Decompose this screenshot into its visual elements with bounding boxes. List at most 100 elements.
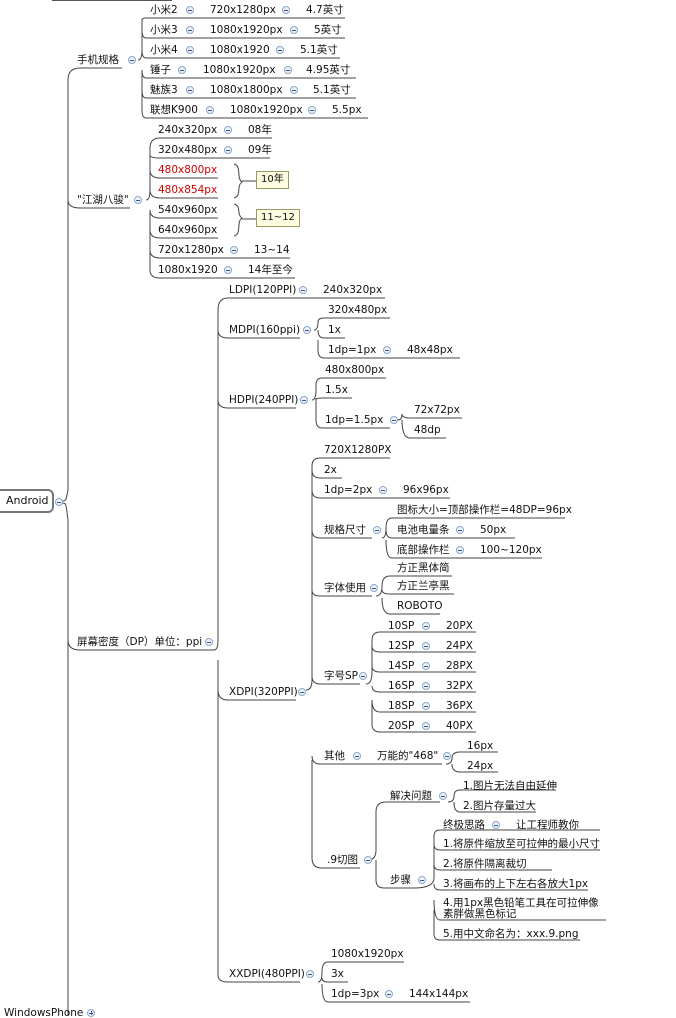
mdpi-res[interactable]: 320x480px <box>328 304 388 316</box>
px-value[interactable]: 32PX <box>446 680 473 692</box>
resolution-item[interactable]: 320x480px <box>158 144 218 156</box>
resolution-item[interactable]: 720x1280px <box>158 244 224 256</box>
year-item[interactable]: 08年 <box>248 124 272 136</box>
hdpi-dp[interactable]: 1dp=1.5px <box>325 414 384 426</box>
collapse-icon[interactable] <box>422 642 430 650</box>
phone-resolution[interactable]: 720x1280px <box>210 4 276 16</box>
hdpi-res[interactable]: 480x800px <box>325 364 385 376</box>
year-item[interactable]: 14年至今 <box>248 264 293 276</box>
phone-size[interactable]: 5.5px <box>332 104 362 116</box>
collapse-icon[interactable] <box>422 662 430 670</box>
collapse-icon[interactable] <box>303 326 311 334</box>
resolution-item[interactable]: 540x960px <box>158 204 218 216</box>
collapse-icon[interactable] <box>373 526 381 534</box>
other-label[interactable]: 其他 <box>324 750 345 762</box>
spec-battery[interactable]: 电池电量条 <box>397 524 450 536</box>
collapse-icon[interactable] <box>353 752 361 760</box>
jianghu-branch-label[interactable]: "江湖八骏" <box>77 194 129 206</box>
sp-value[interactable]: 18SP <box>388 700 415 712</box>
collapse-icon[interactable] <box>443 752 451 760</box>
step-item[interactable]: 1.将原件缩放至可拉伸的最小尺寸 <box>443 838 601 850</box>
mdpi-scale[interactable]: 1x <box>328 324 341 336</box>
collapse-icon[interactable] <box>308 106 316 114</box>
collapse-icon[interactable] <box>298 688 306 696</box>
phone-name[interactable]: 锤子 <box>150 64 171 76</box>
collapse-icon[interactable] <box>205 638 213 646</box>
xxdpi-res[interactable]: 1080x1920px <box>331 948 404 960</box>
collapse-icon[interactable] <box>422 702 430 710</box>
ldpi-label[interactable]: LDPI(120PPI) <box>229 284 297 296</box>
px-value[interactable]: 20PX <box>446 620 473 632</box>
collapse-icon[interactable] <box>55 498 63 506</box>
collapse-icon[interactable] <box>299 286 307 294</box>
collapse-icon[interactable] <box>276 46 284 54</box>
windowsphone-label[interactable]: WindowsPhone <box>4 1007 84 1018</box>
nine-patch-label[interactable]: .9切图 <box>327 854 359 866</box>
phone-size[interactable]: 4.7英寸 <box>306 4 344 16</box>
collapse-icon[interactable] <box>383 346 391 354</box>
collapse-icon[interactable] <box>385 990 393 998</box>
collapse-icon[interactable] <box>422 682 430 690</box>
phone-name[interactable]: 小米4 <box>150 44 178 56</box>
collapse-icon[interactable] <box>456 546 464 554</box>
mdpi-icon-size[interactable]: 48x48px <box>407 344 453 356</box>
collapse-icon[interactable] <box>290 26 298 34</box>
solve-label[interactable]: 解决问题 <box>390 790 432 802</box>
collapse-icon[interactable] <box>290 86 298 94</box>
hdpi-icon-dp[interactable]: 48dp <box>414 424 441 436</box>
collapse-icon[interactable] <box>492 821 500 829</box>
solve-item[interactable]: 1.图片无法自由延伸 <box>463 780 558 792</box>
collapse-icon[interactable] <box>300 396 308 404</box>
collapse-icon[interactable] <box>186 86 194 94</box>
fonts-label[interactable]: 字体使用 <box>324 582 366 594</box>
phone-name[interactable]: 魅族3 <box>150 84 178 96</box>
collapse-icon[interactable] <box>359 672 367 680</box>
collapse-icon[interactable] <box>224 146 232 154</box>
resolution-item[interactable]: 640x960px <box>158 224 218 236</box>
px-value[interactable]: 24PX <box>446 640 473 652</box>
hdpi-label[interactable]: HDPI(240PPI) <box>229 394 299 406</box>
collapse-icon[interactable] <box>418 876 426 884</box>
px-value[interactable]: 28PX <box>446 660 473 672</box>
xdpi-res[interactable]: 720X1280PX <box>324 444 392 456</box>
font-item[interactable]: 方正黑体简 <box>397 562 450 574</box>
hdpi-scale[interactable]: 1.5x <box>325 384 348 396</box>
year-item[interactable]: 13~14 <box>254 244 290 256</box>
phone-resolution[interactable]: 1080x1920px <box>230 104 303 116</box>
step-item[interactable]: 4.用1px黑色铅笔工具在可拉伸像素胖做黑色标记 <box>443 897 599 920</box>
collapse-icon[interactable] <box>224 126 232 134</box>
steps-label[interactable]: 步骤 <box>390 874 411 886</box>
phone-resolution[interactable]: 1080x1800px <box>210 84 283 96</box>
collapse-icon[interactable] <box>206 106 214 114</box>
phone-name[interactable]: 小米3 <box>150 24 178 36</box>
xxdpi-scale[interactable]: 3x <box>331 968 344 980</box>
density-branch-label[interactable]: 屏幕密度（DP）单位：ppi <box>77 636 203 648</box>
collapse-icon[interactable] <box>422 622 430 630</box>
expand-icon[interactable] <box>87 1009 95 1017</box>
phone-size[interactable]: 5英寸 <box>314 24 342 36</box>
xdpi-icon-size[interactable]: 96x96px <box>403 484 449 496</box>
ultimate-value[interactable]: 让工程师教你 <box>516 819 579 831</box>
spec-bottom-bar[interactable]: 底部操作栏 <box>397 544 450 556</box>
root-node[interactable]: Android <box>0 489 54 513</box>
phone-resolution[interactable]: 1080x1920 <box>210 44 270 56</box>
collapse-icon[interactable] <box>186 26 194 34</box>
ultimate-label[interactable]: 终极思路 <box>443 819 485 831</box>
phone-name[interactable]: 小米2 <box>150 4 178 16</box>
xxdpi-label[interactable]: XXDPI(480PPI) <box>229 968 305 980</box>
collapse-icon[interactable] <box>134 196 142 204</box>
font-item[interactable]: 方正兰亭黑 <box>397 580 450 592</box>
step-item[interactable]: 2.将原件隔离裁切 <box>443 858 527 870</box>
collapse-icon[interactable] <box>230 246 238 254</box>
magic-468[interactable]: 万能的"468" <box>377 750 439 762</box>
step-item[interactable]: 5.用中文命名为：xxx.9.png <box>443 928 579 940</box>
collapse-icon[interactable] <box>282 6 290 14</box>
collapse-icon[interactable] <box>186 46 194 54</box>
step-item[interactable]: 3.将画布的上下左右各放大1px <box>443 878 589 890</box>
collapse-icon[interactable] <box>456 526 464 534</box>
xdpi-scale[interactable]: 2x <box>324 464 337 476</box>
spec-icon-size[interactable]: 图标大小=顶部操作栏=48DP=96px <box>397 504 572 516</box>
collapse-icon[interactable] <box>390 416 398 424</box>
collapse-icon[interactable] <box>370 584 378 592</box>
collapse-icon[interactable] <box>284 66 292 74</box>
